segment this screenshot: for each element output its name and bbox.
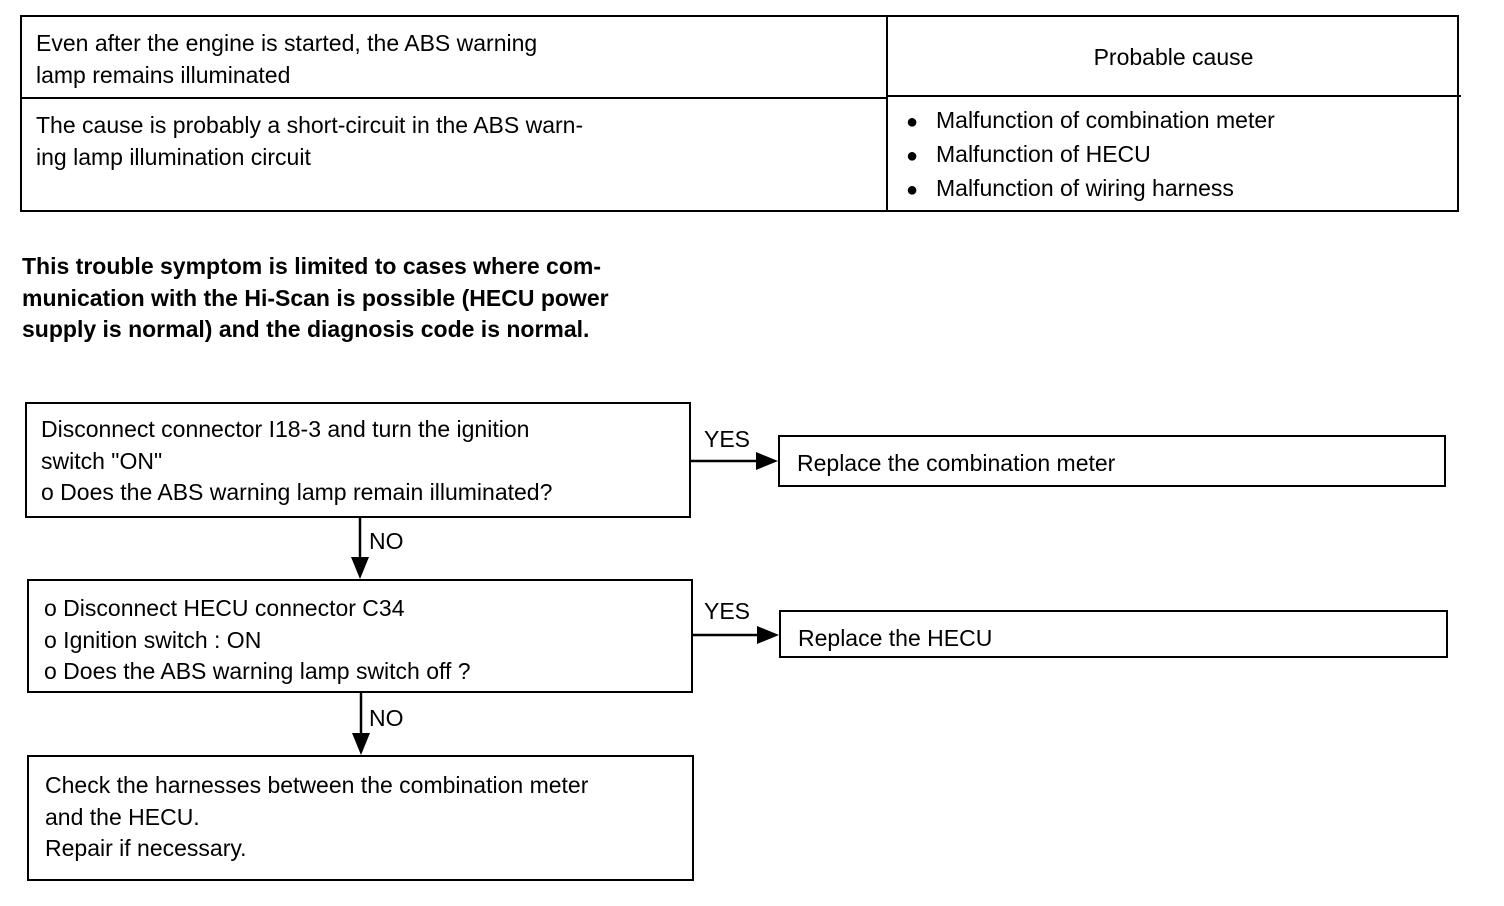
replace-hecu-box: Replace the HECU bbox=[779, 610, 1448, 658]
bullet-icon: ● bbox=[906, 179, 919, 201]
list-item: ● Malfunction of combination meter bbox=[906, 104, 1446, 138]
no-label-1: NO bbox=[369, 528, 404, 554]
arrowhead-right-1 bbox=[756, 452, 778, 470]
cause-item-text: Malfunction of combination meter bbox=[936, 107, 1275, 133]
table-column-divider bbox=[886, 17, 888, 210]
bullet-icon: ● bbox=[906, 145, 919, 167]
list-item: ● Malfunction of wiring harness bbox=[906, 172, 1446, 206]
yes-label-2: YES bbox=[704, 598, 751, 624]
arrowhead-down-1 bbox=[351, 557, 369, 579]
cause-item-text: Malfunction of wiring harness bbox=[936, 175, 1234, 201]
condition-note: This trouble symptom is limited to cases… bbox=[22, 253, 609, 342]
replace-combination-meter-box: Replace the combination meter bbox=[778, 435, 1446, 487]
arrowhead-down-2 bbox=[352, 733, 370, 755]
no-label-2: NO bbox=[369, 705, 404, 731]
cause-item-text: Malfunction of HECU bbox=[936, 141, 1151, 167]
list-item: ● Malfunction of HECU bbox=[906, 138, 1446, 172]
step-2-box: o Disconnect HECU connector C34 o Igniti… bbox=[27, 579, 693, 693]
yes-label-1: YES bbox=[704, 426, 751, 452]
probable-cause-header: Probable cause bbox=[1093, 44, 1254, 70]
step-1-box: Disconnect connector I18-3 and turn the … bbox=[25, 402, 691, 518]
bullet-icon: ● bbox=[906, 111, 919, 133]
cause-description-cell: The cause is probably a short-circuit in… bbox=[36, 112, 584, 170]
arrowhead-right-2 bbox=[757, 626, 779, 644]
step-3-box: Check the harnesses between the combinat… bbox=[27, 755, 694, 881]
table-row-divider-right bbox=[886, 95, 1461, 97]
table-row-divider-left bbox=[22, 97, 886, 99]
symptom-table: Even after the engine is started, the AB… bbox=[20, 15, 1461, 212]
symptom-cell: Even after the engine is started, the AB… bbox=[36, 30, 538, 88]
probable-cause-list: ● Malfunction of combination meter ● Malfu… bbox=[906, 104, 1446, 206]
